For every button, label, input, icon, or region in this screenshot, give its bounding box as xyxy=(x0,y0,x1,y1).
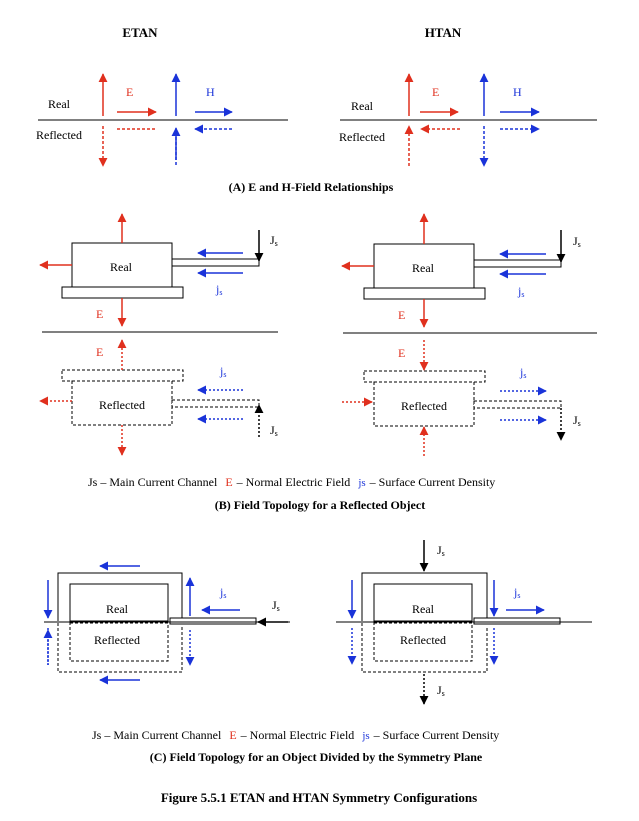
section-b-etan: Real E js Js Reflected E js Js xyxy=(39,213,278,456)
h-label: H xyxy=(513,85,522,99)
reflected-plate xyxy=(61,369,184,382)
real-channel xyxy=(473,259,562,268)
e-label: E xyxy=(398,346,405,360)
js-main-label: Js xyxy=(573,413,581,428)
js-main-label: Js xyxy=(272,598,280,613)
outer-real-shell xyxy=(57,572,183,621)
section-c-etan: Real Reflected js Js xyxy=(43,561,290,685)
real-label: Real xyxy=(48,97,71,111)
reflected-box xyxy=(71,380,173,426)
real-plate xyxy=(363,287,486,300)
real-label: Real xyxy=(351,99,374,113)
real-label: Real xyxy=(106,602,129,616)
htan-header: HTAN xyxy=(425,25,462,40)
reflected-label: Reflected xyxy=(36,128,82,142)
reflected-label: Reflected xyxy=(400,633,446,647)
outer-reflected-shell xyxy=(361,623,488,673)
channel xyxy=(473,617,561,625)
real-label: Real xyxy=(412,602,435,616)
reflected-box xyxy=(373,381,475,427)
js-surface-label: js xyxy=(215,282,222,297)
channel xyxy=(169,617,257,625)
real-box xyxy=(69,583,169,622)
reflected-label: Reflected xyxy=(94,633,140,647)
reflected-label: Reflected xyxy=(339,130,385,144)
reflected-plate xyxy=(363,370,486,383)
outer-reflected-shell xyxy=(57,623,183,673)
real-channel xyxy=(171,258,260,267)
figure-title: Figure 5.5.1 ETAN and HTAN Symmetry Conf… xyxy=(161,790,477,805)
e-label: E xyxy=(96,345,103,359)
js-main-label: Js xyxy=(437,683,445,698)
etan-header: ETAN xyxy=(122,25,158,40)
real-label: Real xyxy=(412,261,435,275)
h-label: H xyxy=(206,85,215,99)
js-surface-label: js xyxy=(517,284,524,299)
js-main-label: Js xyxy=(573,234,581,249)
js-surface-label: js xyxy=(219,585,226,600)
outer-real-shell xyxy=(361,572,488,621)
section-a-etan: Real Reflected E H xyxy=(36,73,288,167)
reflected-label: Reflected xyxy=(99,398,145,412)
js-surface-label: js xyxy=(519,365,526,380)
e-label: E xyxy=(96,307,103,321)
reflected-label: Reflected xyxy=(401,399,447,413)
real-box xyxy=(373,583,473,622)
js-main-label: Js xyxy=(270,233,278,248)
real-label: Real xyxy=(110,260,133,274)
reflected-channel xyxy=(171,399,260,408)
reflected-box xyxy=(69,622,169,662)
section-b-htan: Real E js Js Reflected E js Js xyxy=(341,213,597,456)
caption-b: (B) Field Topology for a Reflected Objec… xyxy=(215,498,425,512)
section-c-htan: Real Reflected Js js Js xyxy=(336,540,592,705)
js-main-label: Js xyxy=(437,543,445,558)
caption-c: (C) Field Topology for an Object Divided… xyxy=(150,750,483,764)
e-label: E xyxy=(126,85,133,99)
e-label: E xyxy=(398,308,405,322)
caption-a: (A) E and H-Field Relationships xyxy=(229,180,394,194)
js-surface-label: js xyxy=(513,585,520,600)
reflected-box xyxy=(373,622,473,662)
js-surface-label: js xyxy=(219,364,226,379)
e-label: E xyxy=(432,85,439,99)
reflected-channel xyxy=(473,400,562,409)
js-main-label: Js xyxy=(270,423,278,438)
section-a-htan: Real Reflected E H xyxy=(339,73,597,167)
real-plate xyxy=(61,286,184,299)
